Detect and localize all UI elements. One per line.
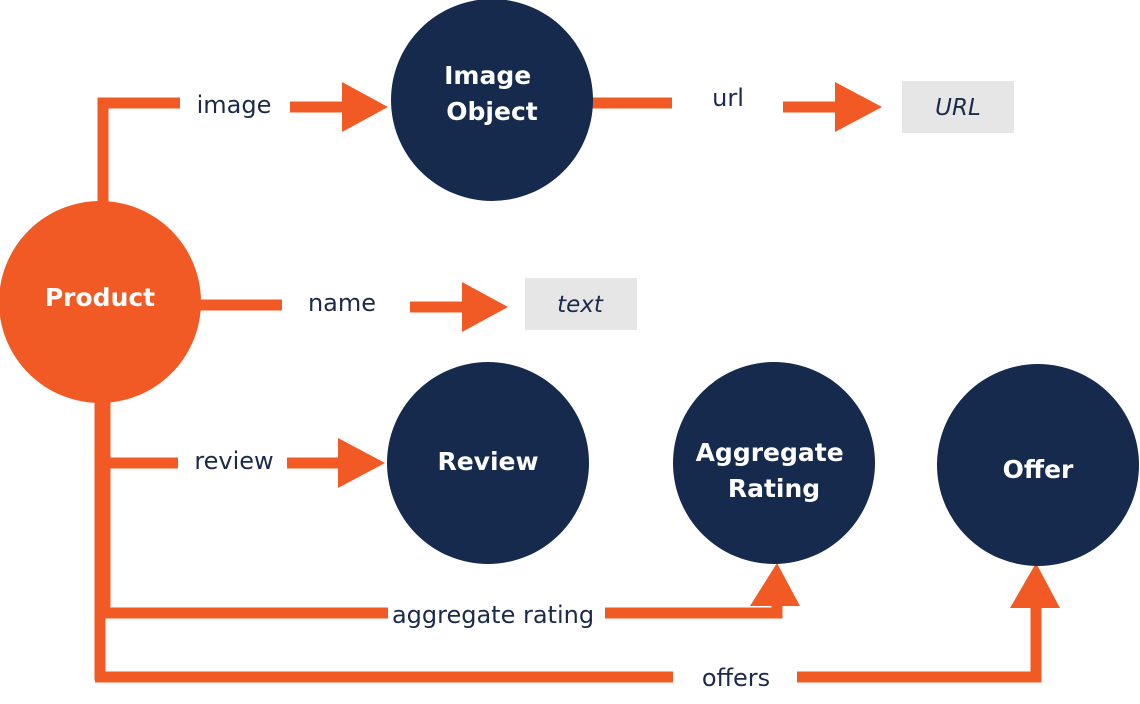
node-image-object-line2: Object <box>446 97 537 126</box>
arrowheads <box>338 82 1060 608</box>
edge-label-offers: offers <box>702 664 770 692</box>
arrowhead-aggregate <box>750 563 800 606</box>
node-review-label: Review <box>437 447 538 476</box>
edge-label-image: image <box>197 91 272 119</box>
literal-text-label: text <box>557 292 604 318</box>
node-offer-label: Offer <box>1003 455 1074 484</box>
edge-label-review: review <box>194 447 273 475</box>
node-product-label: Product <box>45 283 155 312</box>
literal-url-box <box>902 81 1014 133</box>
node-product <box>0 201 201 403</box>
arrowhead-image <box>342 82 388 132</box>
node-offer <box>937 364 1139 566</box>
node-aggregate-rating-line2: Rating <box>728 474 820 503</box>
edge-label-url: url <box>712 84 744 112</box>
edge-image-line <box>97 97 180 205</box>
edge-label-aggregate-rating: aggregate rating <box>392 601 594 629</box>
connectors <box>94 97 1042 683</box>
arrowhead-offers <box>1010 563 1060 608</box>
edge-label-name: name <box>308 289 376 317</box>
node-review <box>387 362 589 564</box>
literal-url-label: URL <box>935 95 981 121</box>
node-image-object-label: Image Object <box>444 61 540 126</box>
edge-offers-line-2 <box>797 604 1042 683</box>
node-image-object-line1: Image <box>444 61 531 90</box>
arrowhead-review <box>338 438 385 488</box>
node-aggregate-rating-label: Aggregate Rating <box>696 438 853 503</box>
node-image-object <box>391 0 593 201</box>
literal-text-box <box>525 278 637 330</box>
arrowhead-name <box>462 282 508 332</box>
arrowhead-url <box>835 82 882 132</box>
node-aggregate-rating-line1: Aggregate <box>696 438 844 467</box>
node-aggregate-rating <box>673 362 875 564</box>
